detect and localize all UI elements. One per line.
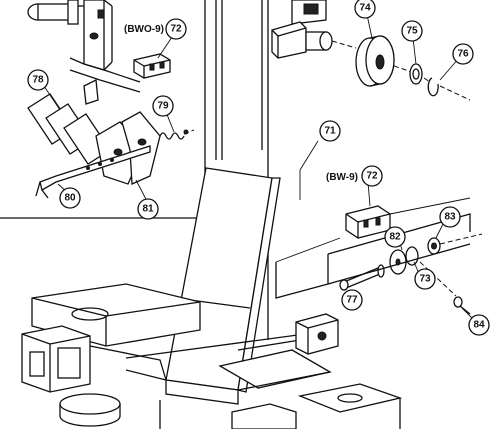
shaft-assembly-top <box>27 0 84 25</box>
callout-72-bw9-text: 72 <box>366 171 378 182</box>
callout-77: 77 <box>341 289 363 311</box>
callout-72-bwo9: 72 <box>165 18 187 40</box>
callout-82-text: 82 <box>389 232 401 243</box>
callout-79: 79 <box>152 95 174 117</box>
callout-83-text: 83 <box>444 212 456 223</box>
guide-rail-right <box>275 213 471 299</box>
callout-79-text: 79 <box>157 101 169 112</box>
group-label-bw9: (BW-9) <box>326 172 358 183</box>
cam-plates <box>95 111 161 185</box>
callout-73: 73 <box>414 268 436 290</box>
callout-74: 74 <box>354 0 376 19</box>
bolt-77 <box>339 264 385 291</box>
callout-75-text: 75 <box>406 26 418 37</box>
base-foot-left <box>59 393 121 427</box>
bracket-upper-right <box>291 0 327 25</box>
callout-80: 80 <box>59 187 81 209</box>
callout-84-text: 84 <box>473 320 485 331</box>
callout-73-text: 73 <box>419 274 431 285</box>
axle-74-mount <box>271 21 357 59</box>
callout-83: 83 <box>439 206 461 228</box>
base-rail <box>89 331 332 391</box>
callout-71-text: 71 <box>324 126 336 137</box>
group-label-bwo9: (BWO-9) <box>124 24 164 35</box>
callout-74-text: 74 <box>359 3 371 14</box>
callout-81: 81 <box>137 198 159 220</box>
callout-82: 82 <box>384 226 406 248</box>
base-frame-right <box>159 313 403 429</box>
callout-75: 75 <box>401 20 423 42</box>
roller-74 <box>355 35 395 87</box>
spring-79 <box>159 129 195 140</box>
callout-76: 76 <box>452 43 474 65</box>
callout-84: 84 <box>468 314 490 336</box>
block-72-bwo9 <box>133 53 171 79</box>
callout-77-text: 77 <box>346 295 358 306</box>
callout-76-text: 76 <box>457 49 469 60</box>
clip-76 <box>423 77 471 101</box>
main-column <box>215 0 269 340</box>
callout-78: 78 <box>27 69 49 91</box>
callout-81-text: 81 <box>142 204 154 215</box>
upper-bracket <box>69 0 141 93</box>
callout-72-bwo9-text: 72 <box>170 24 182 35</box>
pawl-plates <box>27 78 111 165</box>
wheel-73-82 <box>389 233 483 275</box>
base-frame-left <box>21 283 201 393</box>
callout-72-bw9: 72 <box>361 165 383 187</box>
callout-71: 71 <box>319 120 341 142</box>
washer-75 <box>393 63 423 85</box>
block-72-bw9 <box>275 197 471 263</box>
callout-78-text: 78 <box>32 75 44 86</box>
pin-84 <box>419 261 471 315</box>
callout-80-text: 80 <box>64 193 76 204</box>
shaft-80 <box>35 145 151 199</box>
